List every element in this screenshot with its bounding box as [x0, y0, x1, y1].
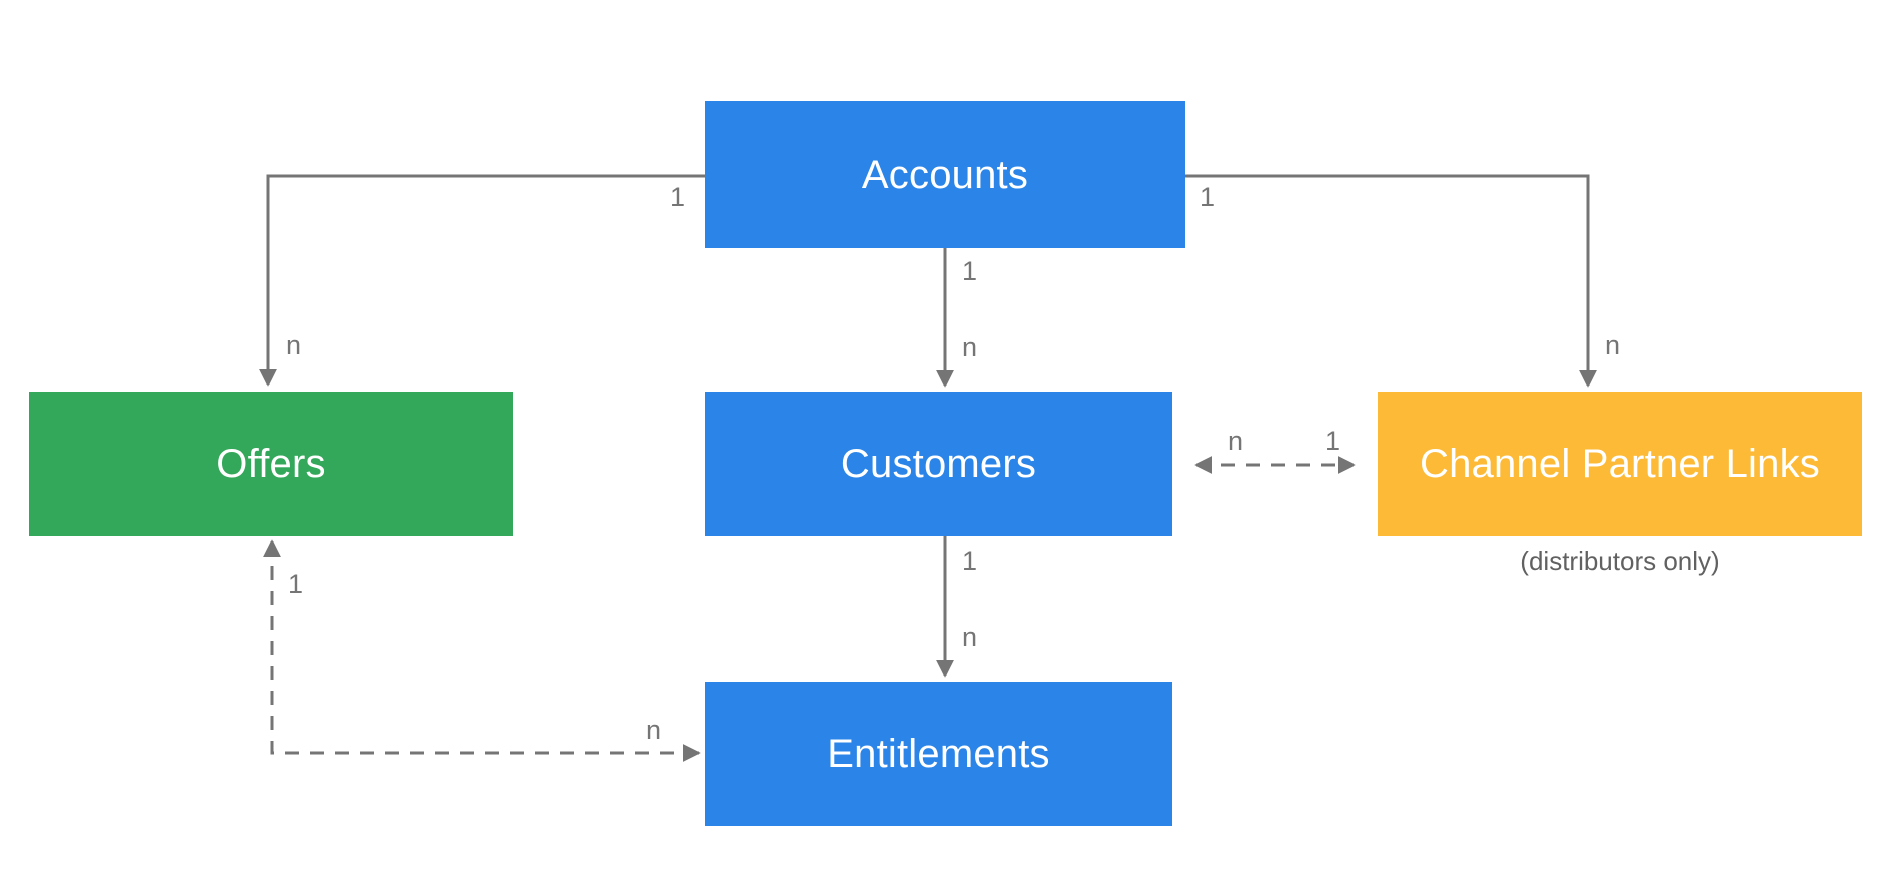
- node-customers-label: Customers: [840, 442, 1037, 486]
- node-channel-partner-links-label: Channel Partner Links: [1420, 442, 1820, 486]
- node-customers[interactable]: Customers: [705, 392, 1172, 536]
- node-offers-label: Offers: [216, 442, 326, 486]
- edge-offers-entitlements: [263, 539, 701, 762]
- edge-label-customers-entitlements-n: n: [962, 622, 978, 652]
- node-entitlements[interactable]: Entitlements: [705, 682, 1172, 826]
- edge-accounts-channel-partner-links: [1185, 174, 1597, 388]
- edge-label-customers-entitlements-one: 1: [962, 546, 978, 576]
- edge-label-accounts-channel-partner-links-one: 1: [1200, 182, 1216, 212]
- edge-label-customers-channel-partner-links-one: 1: [1325, 426, 1341, 456]
- node-accounts[interactable]: Accounts: [705, 101, 1185, 248]
- edge-label-accounts-offers-n: n: [286, 330, 302, 360]
- edge-label-offers-entitlements-one: 1: [288, 569, 304, 599]
- node-offers[interactable]: Offers: [29, 392, 513, 536]
- node-accounts-label: Accounts: [861, 152, 1029, 197]
- edge-label-accounts-customers-n: n: [962, 332, 978, 362]
- edge-label-accounts-channel-partner-links-n: n: [1605, 330, 1621, 360]
- edge-label-accounts-offers-one: 1: [670, 182, 686, 212]
- edge-label-accounts-customers-one: 1: [962, 256, 978, 286]
- node-entitlements-label: Entitlements: [827, 732, 1050, 776]
- edge-label-offers-entitlements-n: n: [646, 715, 662, 745]
- edge-accounts-offers: [259, 174, 705, 387]
- edge-label-customers-channel-partner-links-n: n: [1228, 426, 1244, 456]
- node-channel-partner-links-caption: (distributors only): [1520, 546, 1720, 576]
- node-channel-partner-links[interactable]: Channel Partner Links: [1378, 392, 1862, 536]
